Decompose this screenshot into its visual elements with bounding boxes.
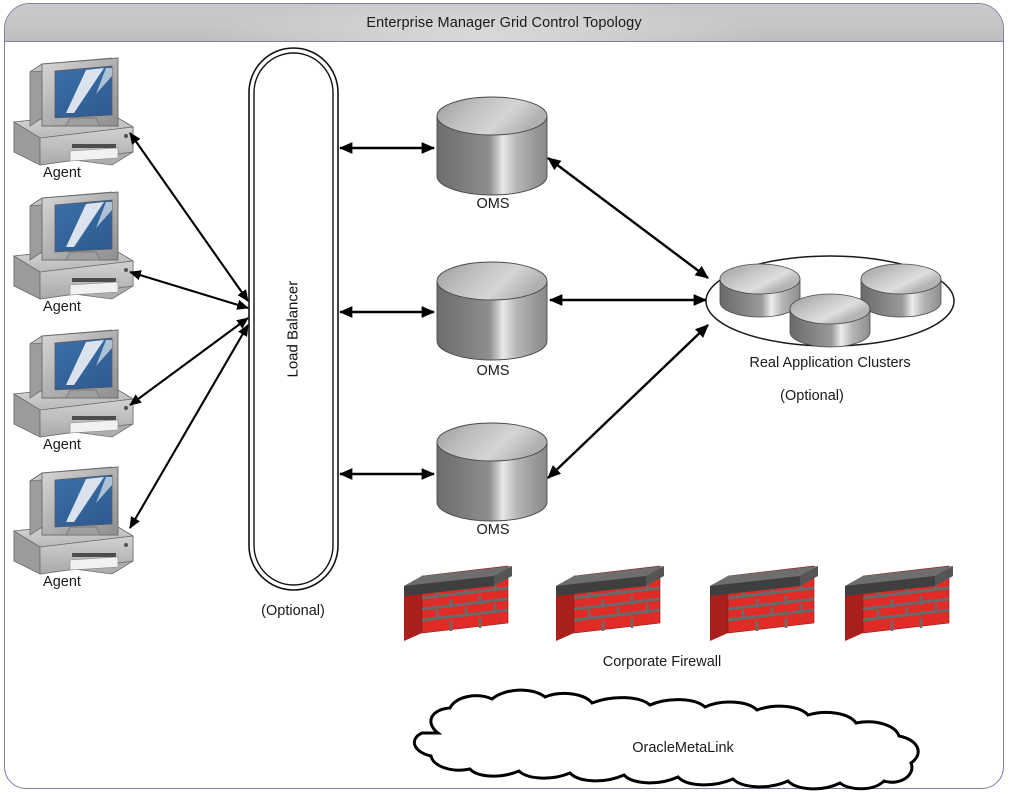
oms-cylinder-1[interactable] <box>436 96 548 196</box>
firewall-icon-3[interactable] <box>710 565 818 641</box>
connector-agent-lb-2 <box>129 270 249 310</box>
agent-label-3: Agent <box>43 437 81 453</box>
firewall-icon-2[interactable] <box>556 565 664 641</box>
metalink-label: OracleMetaLink <box>632 740 734 756</box>
connector-agent-lb-4 <box>129 324 249 529</box>
agent-label-1: Agent <box>43 165 81 181</box>
oms-label-1: OMS <box>476 196 509 212</box>
connector-oms-rac-1 <box>547 157 709 279</box>
oms-label-2: OMS <box>476 363 509 379</box>
agent-label-2: Agent <box>43 299 81 315</box>
agent-icon-3[interactable] <box>12 329 135 438</box>
agent-icon-2[interactable] <box>12 191 135 300</box>
metalink-cloud-shape[interactable] <box>412 688 920 791</box>
load-balancer-optional-label: (Optional) <box>261 603 325 619</box>
load-balancer-label: Load Balancer <box>284 280 302 378</box>
connector-agent-lb-1 <box>129 132 249 302</box>
clusters-label: Real Application Clusters <box>749 355 910 371</box>
firewall-icon-1[interactable] <box>404 565 512 641</box>
load-balancer-shape[interactable] <box>248 47 339 591</box>
firewall-icon-4[interactable] <box>845 565 953 641</box>
oms-cylinder-3[interactable] <box>436 422 548 522</box>
clusters-optional-label: (Optional) <box>780 388 844 404</box>
connector-agent-lb-3 <box>129 317 249 406</box>
clusters-group[interactable] <box>705 255 955 348</box>
oms-cylinder-2[interactable] <box>436 261 548 361</box>
agent-icon-1[interactable] <box>12 57 135 166</box>
agent-label-4: Agent <box>43 574 81 590</box>
page-title: Enterprise Manager Grid Control Topology <box>366 15 642 31</box>
agent-icon-4[interactable] <box>12 466 135 575</box>
connector-oms-rac-3 <box>547 324 709 479</box>
firewall-label: Corporate Firewall <box>603 654 721 670</box>
oms-label-3: OMS <box>476 522 509 538</box>
